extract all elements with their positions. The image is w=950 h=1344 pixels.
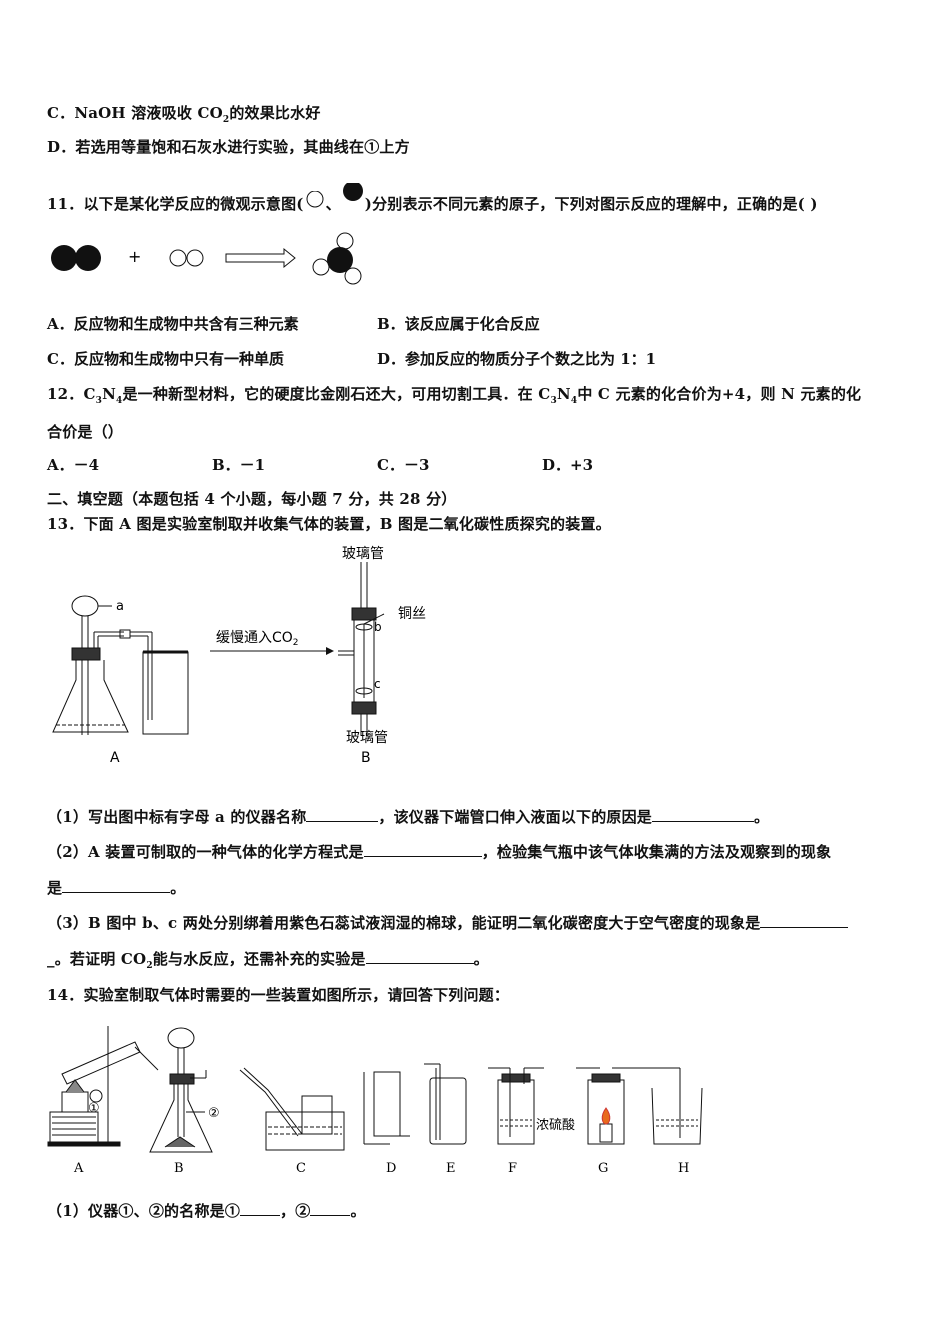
white-atom-icon: [306, 190, 324, 208]
q11-option-a: A．反应物和生成物中共含有三种元素: [47, 315, 299, 333]
apparatus-f: [488, 1067, 544, 1145]
q14-part1: （1）仪器①、②的名称是①，②。: [47, 1201, 366, 1220]
flask-apparatus: [52, 595, 189, 735]
answer-blank[interactable]: [306, 807, 379, 822]
reaction-arrow: [225, 247, 296, 269]
sulfuric-acid-label: 浓硫酸: [536, 1118, 575, 1133]
apparatus-a: [47, 1026, 159, 1147]
apparatus-e: [424, 1063, 467, 1145]
q13-part3: （3）B 图中 b、c 两处分别绑着用紫色石蕊试液润湿的棉球，能证明二氧化碳密度…: [47, 912, 849, 933]
label-c: c: [374, 677, 381, 691]
label-c: C: [296, 1161, 306, 1176]
answer-blank[interactable]: [652, 807, 755, 822]
label-e: E: [446, 1161, 456, 1176]
white-molecule-icon: [169, 249, 204, 267]
label-d: D: [386, 1161, 396, 1176]
q13-stem: 13．下面 A 图是实验室制取并收集气体的装置，B 图是二氧化碳性质探究的装置。: [47, 515, 611, 533]
answer-blank[interactable]: [310, 1201, 351, 1216]
glass-tube-top-label: 玻璃管: [342, 545, 384, 562]
answer-blank[interactable]: [760, 913, 849, 928]
mark-2: ②: [208, 1106, 220, 1121]
plus-sign: +: [128, 247, 141, 266]
q12-option-c: C．－3: [377, 456, 430, 474]
q13-part3-cont: _。若证明 CO2能与水反应，还需补充的实验是。: [47, 949, 489, 971]
answer-blank[interactable]: [240, 1201, 281, 1216]
q11-option-d: D．参加反应的物质分子个数之比为 1：1: [377, 350, 657, 368]
label-f: F: [508, 1161, 517, 1176]
mark-1: ①: [88, 1101, 100, 1116]
apparatus-c: [239, 1067, 345, 1151]
section-heading: 二、填空题（本题包括 4 个小题，每小题 7 分，共 28 分）: [47, 490, 457, 508]
label-b: b: [374, 620, 382, 634]
q14-apparatus-figure: ① ② 浓硫酸 A B C D E F G H: [47, 1026, 703, 1176]
q10-option-c: C．NaOH 溶液吸收 CO2的效果比水好: [47, 104, 321, 125]
q11-option-b: B．该反应属于化合反应: [377, 315, 540, 333]
apparatus-g: [576, 1067, 681, 1145]
figure-label-b: B: [361, 750, 371, 766]
q11-stem: 11．以下是某化学反应的微观示意图(、)分别表示不同元素的原子，下列对图示反应的…: [47, 181, 818, 214]
label-a: A: [73, 1161, 84, 1176]
q13-part1: （1）写出图中标有字母 a 的仪器名称，该仪器下端管口伸入液面以下的原因是。: [47, 807, 770, 826]
label-a: a: [116, 599, 124, 614]
q12-option-d: D．+3: [542, 456, 594, 474]
q10-option-d: D．若选用等量饱和石灰水进行实验，其曲线在①上方: [47, 138, 410, 156]
answer-blank[interactable]: [365, 949, 474, 964]
tube-apparatus: [338, 562, 385, 736]
q13-part2: （2）A 装置可制取的一种气体的化学方程式是，检验集气瓶中该气体收集满的方法及观…: [47, 842, 832, 861]
figure-label-a: A: [110, 750, 120, 766]
apparatus-h: [651, 1087, 703, 1145]
q14-stem: 14．实验室制取气体时需要的一些装置如图所示，请回答下列问题：: [47, 986, 510, 1004]
answer-blank[interactable]: [62, 878, 171, 893]
apparatus-b: [149, 1027, 213, 1153]
copper-wire-label: 铜丝: [398, 606, 426, 622]
co2-inflow-text: 缓慢通入CO2: [216, 629, 299, 648]
q12-stem-cont: 合价是（）: [47, 423, 124, 441]
black-molecule-icon: [51, 245, 101, 271]
apparatus-d: [363, 1071, 410, 1145]
reaction-diagram: +: [51, 232, 362, 285]
q12-stem: 12．C3N4是一种新型材料，它的硬度比金刚石还大，可用切割工具．在 C3N4中…: [47, 385, 862, 406]
q12-option-a: A．－4: [47, 456, 100, 474]
q11-option-c: C．反应物和生成物中只有一种单质: [47, 350, 284, 368]
q12-option-b: B．－1: [212, 456, 266, 474]
label-b: B: [174, 1161, 184, 1176]
label-h: H: [678, 1161, 689, 1176]
q13-part2-cont: 是。: [47, 878, 186, 897]
answer-blank[interactable]: [363, 842, 482, 857]
product-molecule-icon: [312, 232, 362, 285]
inflow-arrow: [210, 647, 334, 655]
glass-tube-bottom-label: 玻璃管: [346, 729, 388, 746]
label-g: G: [598, 1161, 608, 1176]
q13-apparatus-figure: a A 缓慢通入CO2 玻璃管 铜丝 b c 玻璃管 B: [52, 545, 426, 766]
black-atom-icon: [342, 181, 363, 201]
